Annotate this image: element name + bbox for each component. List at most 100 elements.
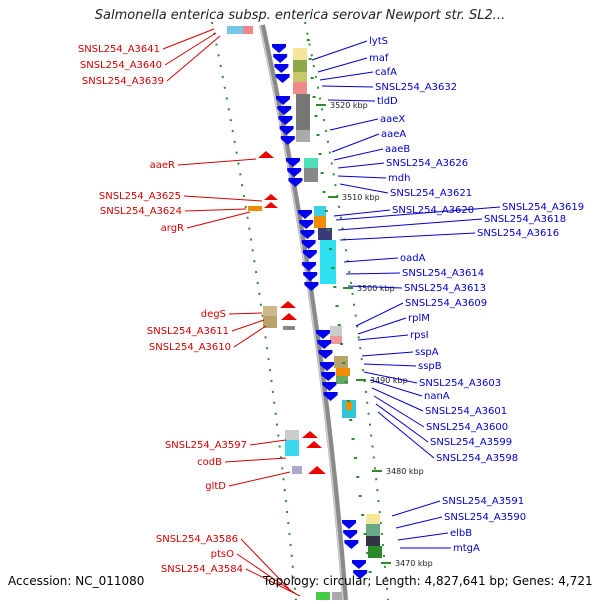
feature-blocks [227,26,382,600]
leader-line-elbB [397,532,449,541]
leader-line-SNSL254_A3613 [347,285,403,289]
gene-label-SNSL254_A3603: SNSL254_A3603 [419,378,501,389]
gene-label-SNSL254_A3624: SNSL254_A3624 [100,206,182,217]
leader-line-argR [186,211,251,229]
leader-line-SNSL254_A3603 [363,371,418,384]
leader-line-SNSL254_A3621 [339,183,389,194]
gene-label-degS: degS [201,309,226,320]
gene-label-SNSL254_A3609: SNSL254_A3609 [405,298,487,309]
leader-line-aaeA [331,133,380,153]
gene-label-codB: codB [197,457,222,468]
leader-line-SNSL254_A3601 [371,387,424,412]
gene-label-SNSL254_A3611: SNSL254_A3611 [147,326,229,337]
gene-label-aaeX: aaeX [380,114,405,125]
leader-line-tldD [327,99,376,102]
leader-line-degS [228,312,263,315]
leader-line-SNSL254_A3609 [355,302,404,327]
leader-line-SNSL254_A3626 [337,162,385,169]
gene-label-SNSL254_A3641: SNSL254_A3641 [78,44,160,55]
leader-line-SNSL254_A3625 [183,195,263,202]
gene-label-SNSL254_A3600: SNSL254_A3600 [426,422,508,433]
leader-line-SNSL254_A3616 [339,232,476,241]
gene-label-SNSL254_A3599: SNSL254_A3599 [430,437,512,448]
gene-label-SNSL254_A3610: SNSL254_A3610 [149,342,231,353]
gene-label-SNSL254_A3586: SNSL254_A3586 [156,534,238,545]
topology-label: Topology: circular; Length: 4,827,641 bp… [263,574,593,588]
leader-line-SNSL254_A3640 [164,32,217,66]
leader-line-aaeX [329,118,379,131]
gene-label-gltD: gltD [205,481,226,492]
gene-label-rplM: rplM [408,313,430,324]
leader-line-SNSL254_A3632 [321,85,374,88]
leader-line-nanA [369,379,423,397]
gene-label-sspA: sspA [415,347,439,358]
gene-label-SNSL254_A3621: SNSL254_A3621 [390,188,472,199]
kbp-label: 3500 kbp [357,284,395,293]
leader-line-SNSL254_A3591 [391,500,441,517]
leader-line-aaeR [177,158,257,166]
leader-line-SNSL254_A3618 [337,218,483,231]
leader-line-SNSL254_A3619 [335,206,501,221]
gene-label-mdh: mdh [388,173,410,184]
leader-line-SNSL254_A3598 [377,411,435,459]
leader-line-SNSL254_A3584 [245,568,301,597]
leader-line-SNSL254_A3611 [231,319,265,332]
gene-label-argR: argR [161,223,184,234]
gene-label-SNSL254_A3584: SNSL254_A3584 [161,564,243,575]
gene-label-aaeB: aaeB [385,144,410,155]
gene-label-lytS: lytS [369,36,388,47]
scale-ticks [306,39,372,573]
leader-line-ptsO [236,553,297,595]
gene-label-SNSL254_A3597: SNSL254_A3597 [165,440,247,451]
gene-label-tldD: tldD [377,96,398,107]
gene-label-SNSL254_A3640: SNSL254_A3640 [80,60,162,71]
leader-line-rplM [357,317,407,335]
gene-label-nanA: nanA [424,391,450,402]
gene-label-SNSL254_A3591: SNSL254_A3591 [442,496,524,507]
gene-label-maf: maf [369,53,389,64]
backbone-arc-highlight [259,24,344,601]
gene-labels: SNSL254_A3641SNSL254_A3640SNSL254_A3639a… [78,36,584,575]
leader-line-SNSL254_A3600 [373,395,425,428]
leader-line-codB [224,457,287,463]
gene-label-SNSL254_A3590: SNSL254_A3590 [444,512,526,523]
leader-line-oadA [343,257,399,263]
leader-line-maf [317,57,368,73]
gene-label-rpsI: rpsI [410,330,429,341]
leader-line-SNSL254_A3597 [249,439,287,446]
gene-label-aaeA: aaeA [381,129,406,140]
leader-line-rpsI [357,334,409,341]
kbp-label: 3490 kbp [370,376,408,385]
gene-label-SNSL254_A3616: SNSL254_A3616 [477,228,559,239]
leader-line-lytS [311,40,368,61]
leader-line-SNSL254_A3620 [333,209,391,217]
leader-line-SNSL254_A3624 [184,208,247,212]
inner-gc-ring [304,21,389,601]
gene-label-mtgA: mtgA [453,543,480,554]
gene-label-elbB: elbB [450,528,472,539]
leader-line-SNSL254_A3641 [162,28,215,50]
leader-line-sspB [363,363,417,367]
outer-gc-ring [211,21,297,601]
leader-line-mdh [337,175,387,179]
gene-label-sspB: sspB [418,361,442,372]
leader-line-SNSL254_A3586 [240,538,293,593]
gene-label-SNSL254_A3598: SNSL254_A3598 [436,453,518,464]
gene-label-aaeR: aaeR [150,160,175,171]
leader-line-sspA [361,351,414,357]
label-leader-lines [162,28,501,597]
gene-label-SNSL254_A3632: SNSL254_A3632 [375,82,457,93]
leader-line-SNSL254_A3610 [233,325,267,348]
gene-label-SNSL254_A3639: SNSL254_A3639 [82,76,164,87]
leader-line-aaeB [333,148,384,161]
gene-label-SNSL254_A3614: SNSL254_A3614 [402,268,484,279]
gene-label-oadA: oadA [400,253,426,264]
kbp-label: 3510 kbp [342,193,380,202]
leader-line-SNSL254_A3614 [345,272,401,275]
forward-strand-arrows [272,44,368,579]
leader-line-gltD [228,471,291,487]
kbp-label: 3470 kbp [395,559,433,568]
